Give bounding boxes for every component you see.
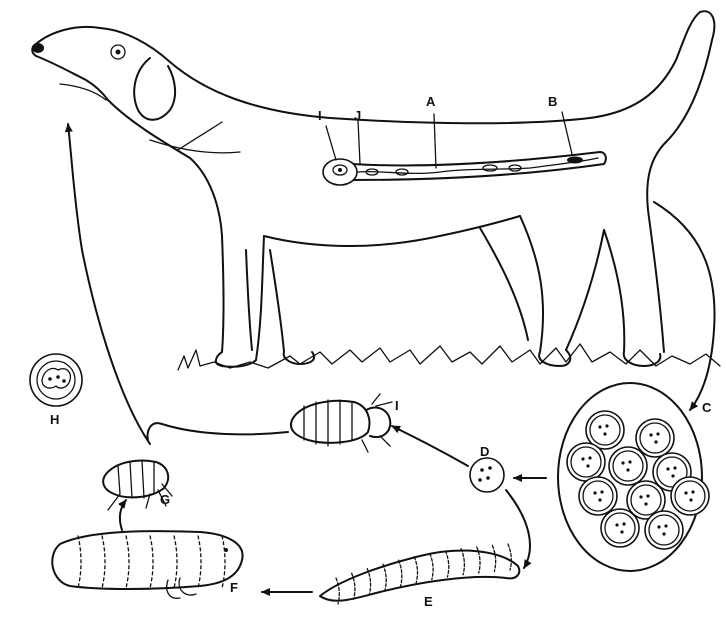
packet-egg: [579, 477, 617, 515]
flea-larva: [320, 544, 519, 604]
label-B: B: [548, 94, 557, 109]
arrow-to-egg-packet: [654, 202, 715, 410]
packet-egg: [671, 477, 709, 515]
tapeworm-ovum: [30, 354, 82, 406]
label-I-upper: I: [318, 108, 322, 123]
dog-illustration: [32, 11, 720, 370]
packet-egg: [645, 511, 683, 549]
label-H: H: [50, 412, 59, 427]
packet-egg: [636, 419, 674, 457]
packet-egg: [609, 447, 647, 485]
label-G: G: [160, 492, 170, 507]
arrow-egg-to-larva: [506, 490, 530, 568]
arrow-pupa-to-flea: [120, 500, 126, 530]
packet-egg: [567, 443, 605, 481]
label-A: A: [426, 94, 436, 109]
egg-packet: [558, 383, 709, 571]
label-F: F: [230, 580, 238, 595]
biting-louse: [291, 394, 392, 452]
flea-pupa: [52, 531, 242, 598]
label-D: D: [480, 444, 489, 459]
label-E: E: [424, 594, 433, 609]
label-J: J: [354, 108, 361, 123]
arrow-flea-to-dog: [68, 124, 150, 444]
label-C: C: [702, 400, 712, 415]
single-egg: [470, 458, 504, 492]
arrow-louse-to-flea-path: [148, 423, 288, 440]
packet-egg: [601, 509, 639, 547]
arrow-egg-to-louse: [392, 426, 468, 466]
label-I-lower: I: [395, 398, 399, 413]
